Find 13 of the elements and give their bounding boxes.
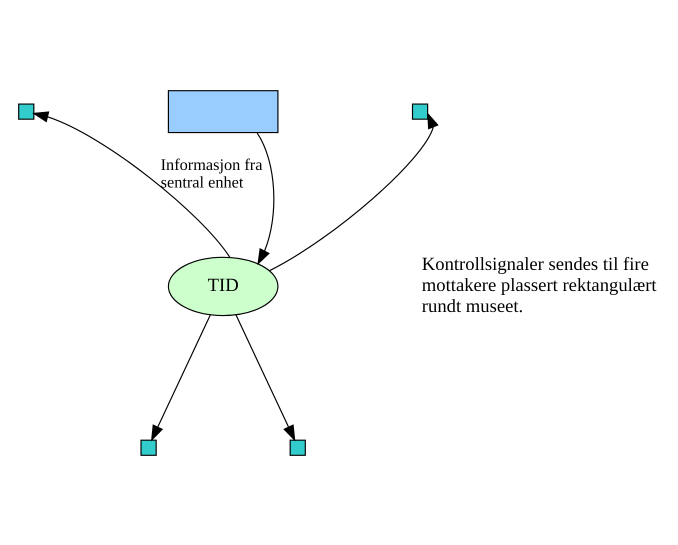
node-box xyxy=(412,102,428,120)
arrow xyxy=(151,314,211,441)
arrow xyxy=(235,314,296,441)
arrow xyxy=(32,110,230,258)
node-box xyxy=(168,90,278,133)
node-box xyxy=(140,439,157,456)
node-box xyxy=(18,102,34,120)
edge-label: Informasjon fra sentral enhet xyxy=(160,154,262,192)
node-ellipse: TID xyxy=(168,256,278,316)
node-box xyxy=(290,439,306,456)
label: Kontrollsignaler sendes til fire mottakere plassert rektangulært rundt museet. xyxy=(422,253,657,316)
arrow xyxy=(256,132,274,265)
arrow xyxy=(269,112,439,271)
